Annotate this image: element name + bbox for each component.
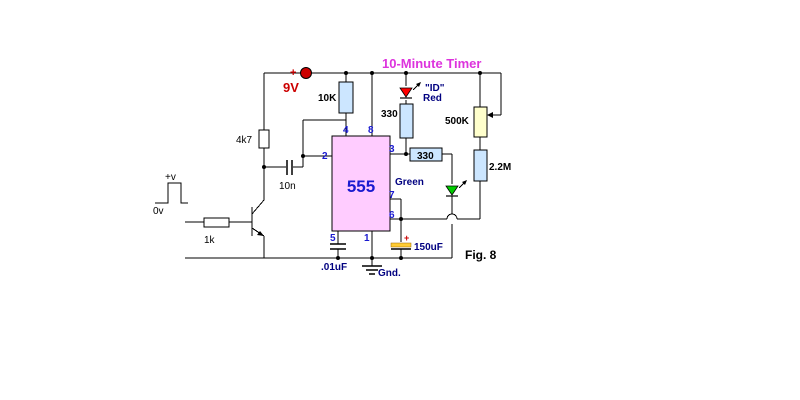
pin-6-label: 6 xyxy=(389,210,395,221)
resistor-2m2-label: 2.2M xyxy=(489,162,511,173)
ground-label: Gnd. xyxy=(378,268,401,279)
capacitor-150uf-icon xyxy=(390,242,412,250)
led-red-icon xyxy=(399,82,421,99)
pin-8-label: 8 xyxy=(368,125,374,136)
diagram-title: 10-Minute Timer xyxy=(382,56,481,71)
transistor-icon xyxy=(251,199,265,237)
resistor-330-red xyxy=(399,103,414,139)
pot-500k-label: 500K xyxy=(445,116,470,127)
resistor-1k xyxy=(203,217,230,228)
capacitor-01uf-icon xyxy=(330,243,346,250)
resistor-330-series-label: 330 xyxy=(417,151,434,162)
led-id-label: "ID" xyxy=(425,83,445,94)
resistor-2m2 xyxy=(473,149,488,182)
pulse-high-label: +v xyxy=(165,172,176,183)
pin-7-label: 7 xyxy=(389,190,395,201)
pin-2-label: 2 xyxy=(322,151,328,162)
capacitor-01uf-label: .01uF xyxy=(321,262,347,273)
resistor-330-red-label: 330 xyxy=(381,109,398,120)
led-red-label: Red xyxy=(423,93,442,104)
capacitor-10n-label: 10n xyxy=(279,181,296,192)
led-green-label: Green xyxy=(395,177,424,188)
junction-dots xyxy=(262,71,482,260)
resistor-4k7-label: 4k7 xyxy=(236,135,253,146)
pin-5-label: 5 xyxy=(330,233,336,244)
ground-icon xyxy=(362,265,382,275)
resistor-1k-label: 1k xyxy=(204,235,216,246)
resistor-10k xyxy=(338,81,354,114)
resistor-10k-label: 10K xyxy=(318,93,337,104)
chip-555-body xyxy=(331,135,391,232)
resistor-330-series xyxy=(409,147,443,162)
pin-4-label: 4 xyxy=(343,125,349,136)
supply-terminal-icon xyxy=(300,67,312,79)
potentiometer-icon xyxy=(473,106,501,138)
input-pulse-icon xyxy=(155,182,188,204)
pin-1-label: 1 xyxy=(364,233,370,244)
led-green-icon xyxy=(445,180,467,197)
pulse-low-label: 0v xyxy=(153,206,164,217)
figure-label: Fig. 8 xyxy=(465,248,497,262)
capacitor-150uf-label: 150uF xyxy=(414,242,443,253)
supply-plus-label: + xyxy=(290,67,296,79)
resistor-4k7 xyxy=(258,129,270,149)
pin-3-label: 3 xyxy=(389,144,395,155)
chip-555-label: 555 xyxy=(347,177,375,196)
capacitor-10n-icon xyxy=(286,160,293,175)
supply-voltage-label: 9V xyxy=(283,80,299,95)
capacitor-polarity-label: + xyxy=(404,233,409,243)
